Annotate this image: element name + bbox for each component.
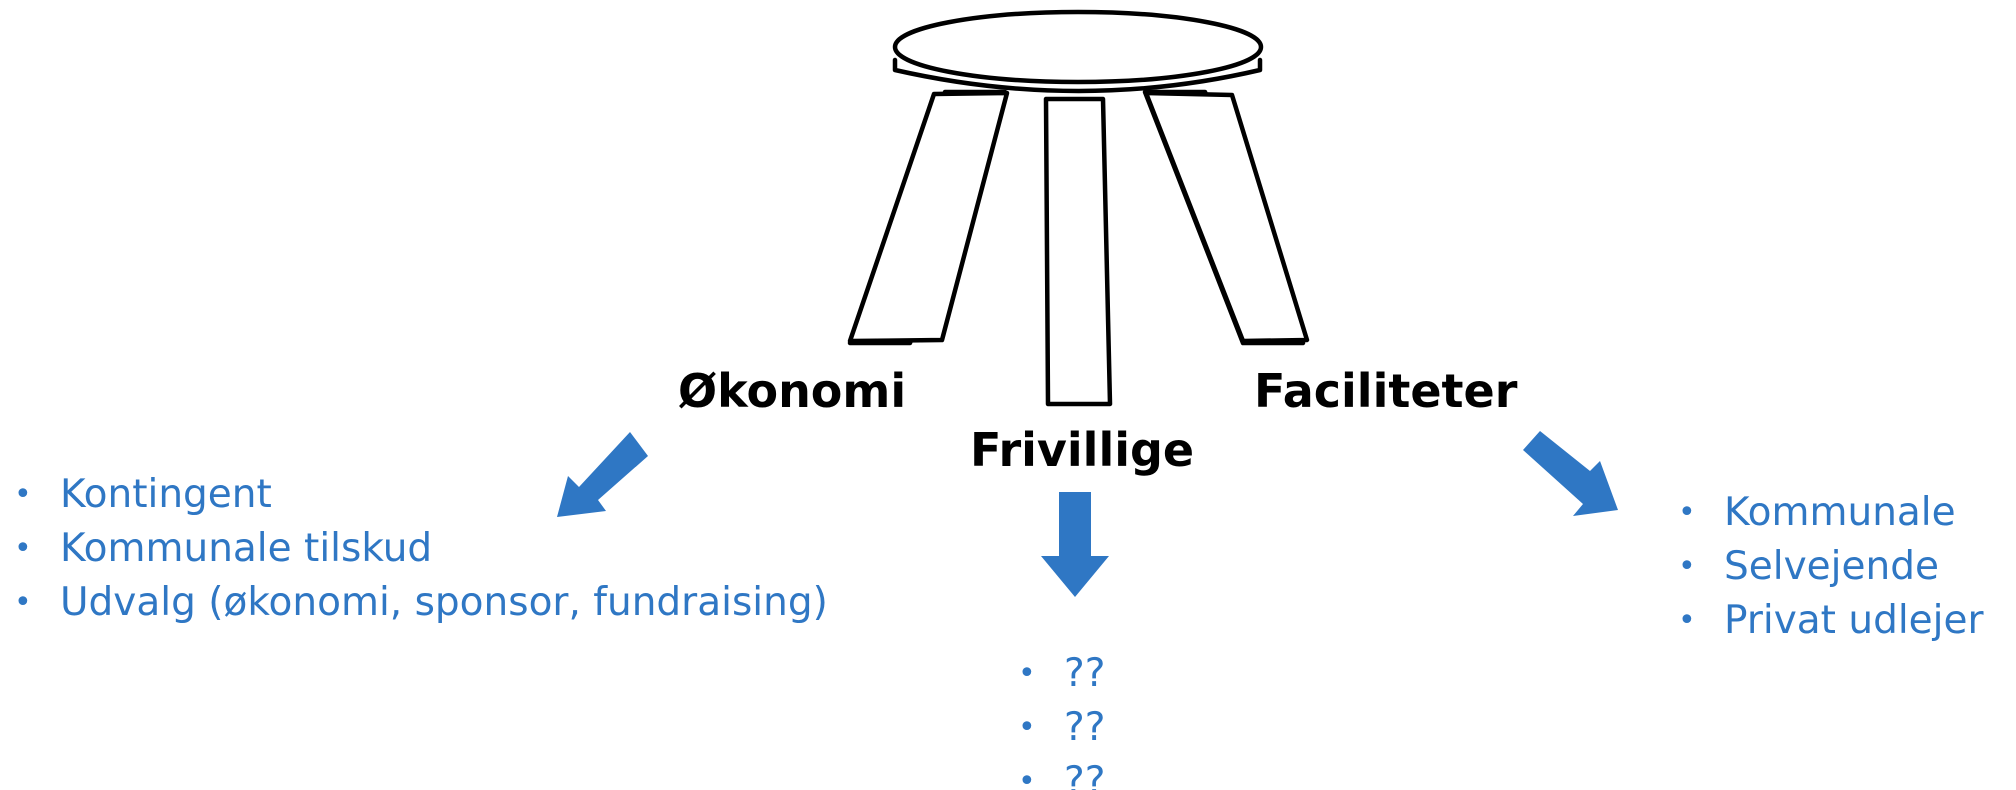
list-item: • Kontingent xyxy=(14,469,828,523)
list-okonomi: • Kontingent • Kommunale tilskud • Udvalg (… xyxy=(14,469,828,631)
list-item: • Kommunale tilskud xyxy=(14,523,828,577)
bullet-icon: • xyxy=(1018,656,1036,691)
list-faciliteter: • Kommunale • Selvejende • Privat udlejer xyxy=(1678,487,1984,649)
list-item: •?? xyxy=(1018,702,1105,756)
list-item: • Udvalg (økonomi, sponsor, fundraising) xyxy=(14,577,828,631)
list-item-text: ?? xyxy=(1064,651,1106,696)
list-item: • Privat udlejer xyxy=(1678,595,1984,649)
bullet-icon: • xyxy=(1018,764,1036,790)
arrow-down-right-shape xyxy=(1523,431,1618,516)
stool-seat-top xyxy=(892,9,1264,85)
bullet-icon: • xyxy=(1678,495,1696,530)
list-item-text: Selvejende xyxy=(1724,544,1939,589)
bullet-icon: • xyxy=(1018,710,1036,745)
arrow-down-left-shape xyxy=(557,432,648,517)
stool-leg-middle xyxy=(1043,96,1113,407)
pillar-label-frivillige: Frivillige xyxy=(970,423,1195,477)
bullet-icon: • xyxy=(1678,603,1696,638)
list-item-text: ?? xyxy=(1064,759,1106,790)
list-item-text: Privat udlejer xyxy=(1724,598,1984,643)
bullet-icon: • xyxy=(1678,549,1696,584)
list-item: •?? xyxy=(1018,648,1105,702)
list-item-text: Kontingent xyxy=(60,472,272,517)
arrow-down-shape xyxy=(1041,492,1109,597)
bullet-icon: • xyxy=(14,531,32,566)
stool-leg-left xyxy=(847,90,1010,344)
list-item-text: Udvalg (økonomi, sponsor, fundraising) xyxy=(60,580,828,625)
bullet-icon: • xyxy=(14,477,32,512)
pillar-label-faciliteter: Faciliteter xyxy=(1254,364,1518,418)
list-item: •?? xyxy=(1018,756,1105,790)
bullet-icon: • xyxy=(14,585,32,620)
list-item-text: Kommunale xyxy=(1724,490,1956,535)
pillar-label-okonomi: Økonomi xyxy=(678,364,907,418)
list-item: • Kommunale xyxy=(1678,487,1984,541)
list-item-text: Kommunale tilskud xyxy=(60,526,433,571)
stool-leg-right xyxy=(1143,90,1310,344)
list-item-text: ?? xyxy=(1064,705,1106,750)
list-item: • Selvejende xyxy=(1678,541,1984,595)
list-frivillige: •?? •?? •?? xyxy=(1018,648,1105,790)
